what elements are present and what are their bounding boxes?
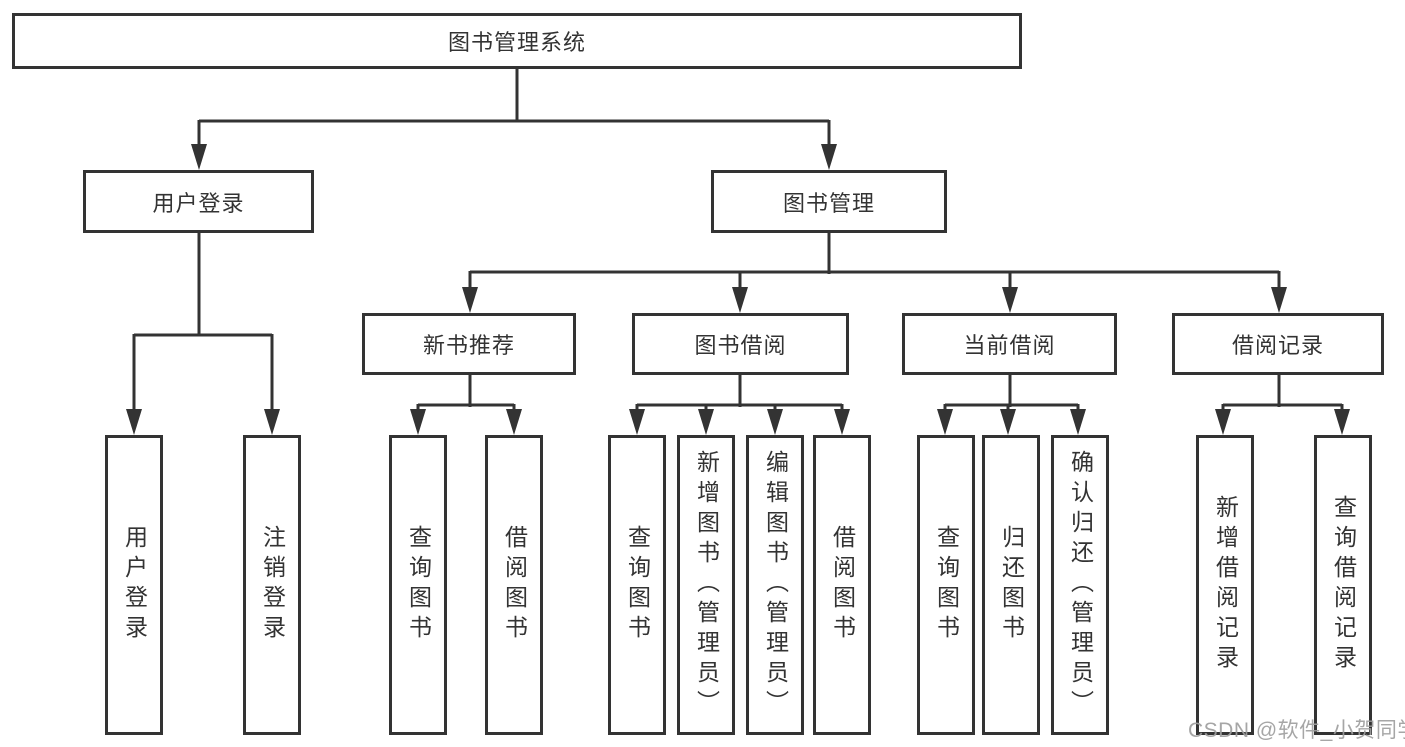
arrowhead — [767, 409, 783, 435]
node-new-book-recommendation: 新书推荐 — [362, 313, 576, 375]
leaf-label: 新增借阅记录 — [1212, 495, 1239, 675]
leaf-label: 新增图书（管理员） — [693, 450, 720, 720]
root-node-library-system: 图书管理系统 — [12, 13, 1022, 69]
leaf-rec-query-books: 查询图书 — [389, 435, 447, 735]
arrowhead — [462, 287, 478, 313]
leaf-borrow-borrow-books: 借阅图书 — [813, 435, 871, 735]
leaf-current-confirm-return-admin: 确认归还（管理员） — [1051, 435, 1109, 735]
leaf-label: 借阅图书 — [829, 525, 856, 645]
leaf-user-login: 用户登录 — [105, 435, 163, 735]
leaf-rec-borrow-books: 借阅图书 — [485, 435, 543, 735]
leaf-borrow-edit-books-admin: 编辑图书（管理员） — [746, 435, 804, 735]
arrowhead — [1000, 409, 1016, 435]
leaf-label: 查询借阅记录 — [1330, 495, 1357, 675]
leaf-borrow-query-books: 查询图书 — [608, 435, 666, 735]
leaf-label: 查询图书 — [933, 525, 960, 645]
leaf-label: 查询图书 — [405, 525, 432, 645]
arrowhead — [834, 409, 850, 435]
arrowhead — [1271, 287, 1287, 313]
leaf-borrow-add-books-admin: 新增图书（管理员） — [677, 435, 735, 735]
arrowhead — [937, 409, 953, 435]
arrowhead — [1070, 409, 1086, 435]
node-book-borrowing: 图书借阅 — [632, 313, 849, 375]
connector-path — [132, 68, 1344, 412]
leaf-label: 确认归还（管理员） — [1067, 450, 1094, 720]
arrowhead — [1334, 409, 1350, 435]
node-borrowing-records: 借阅记录 — [1172, 313, 1384, 375]
leaf-label: 查询图书 — [624, 525, 651, 645]
arrowhead — [506, 409, 522, 435]
leaf-current-query-books: 查询图书 — [917, 435, 975, 735]
leaf-logout-login: 注销登录 — [243, 435, 301, 735]
node-current-borrowing: 当前借阅 — [902, 313, 1117, 375]
leaf-records-add-record: 新增借阅记录 — [1196, 435, 1254, 735]
node-book-management: 图书管理 — [711, 170, 947, 233]
arrowheads — [126, 144, 1350, 435]
arrowhead — [191, 144, 207, 170]
leaf-records-query-record: 查询借阅记录 — [1314, 435, 1372, 735]
arrowhead — [821, 144, 837, 170]
arrowhead — [698, 409, 714, 435]
leaf-current-return-books: 归还图书 — [982, 435, 1040, 735]
leaf-label: 借阅图书 — [501, 525, 528, 645]
leaf-label: 用户登录 — [121, 525, 148, 645]
arrowhead — [732, 287, 748, 313]
arrowhead — [410, 409, 426, 435]
arrowhead — [126, 409, 142, 435]
leaf-label: 编辑图书（管理员） — [762, 450, 789, 720]
arrowhead — [629, 409, 645, 435]
node-user-login: 用户登录 — [83, 170, 314, 233]
arrowhead — [1215, 409, 1231, 435]
leaf-label: 注销登录 — [259, 525, 286, 645]
arrowhead — [264, 409, 280, 435]
leaf-label: 归还图书 — [998, 525, 1025, 645]
arrowhead — [1002, 287, 1018, 313]
csdn-watermark: CSDN @软件_小贺同学 — [1188, 719, 1405, 742]
